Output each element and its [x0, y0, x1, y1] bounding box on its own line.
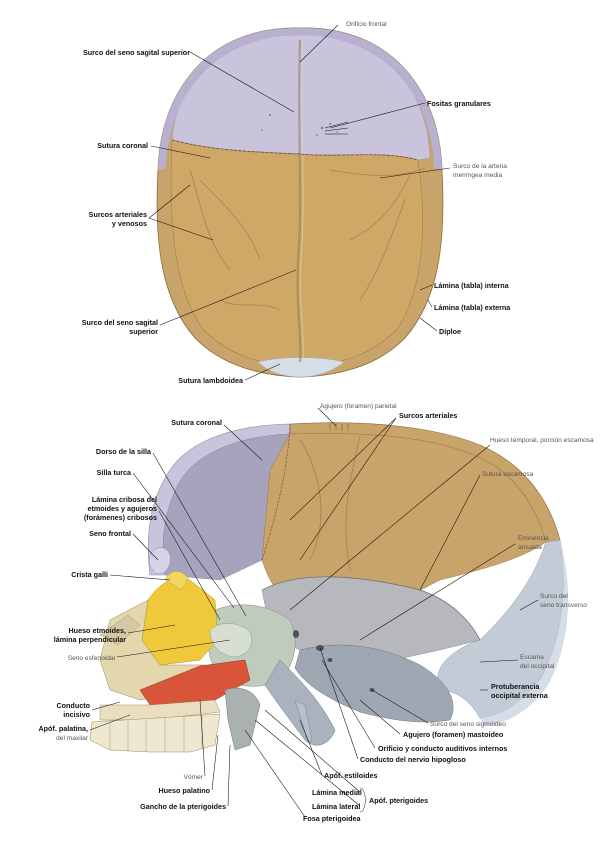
label-silla-turca: Silla turca: [97, 468, 132, 477]
label-surcos-arteriales-venosos-2: y venosos: [112, 219, 147, 228]
occipital-edge: [257, 357, 345, 378]
label-apof-palatina-1: Apóf. palatina,: [38, 724, 88, 733]
label-sutura-coronal-side: Sutura coronal: [171, 418, 222, 427]
label-apof-pterigoides: Apóf. pterigoides: [369, 796, 428, 805]
label-surco-arteria-meningea-1: Surco de la arteria: [453, 163, 507, 170]
leader-lines: [89, 24, 539, 818]
maxillary-teeth: [89, 713, 221, 753]
label-diploe: Díploe: [439, 327, 461, 336]
label-hueso-etmoides-1: Hueso etmoides,: [68, 626, 126, 635]
sagittal-ridge: [300, 39, 304, 363]
label-seno-frontal: Seno frontal: [89, 529, 131, 538]
label-conducto-auditivo: Orificio y conducto auditivos internos: [378, 744, 507, 753]
label-agujero-mastoideo: Agujero (foramen) mastoideo: [403, 730, 504, 739]
label-apof-estiloides: Apóf. estiloides: [324, 771, 378, 780]
label-eminencia-arcuada-1: Eminencia: [518, 535, 549, 542]
label-conducto-incisivo-1: Conducto: [56, 701, 90, 710]
pterygoid-plates: [224, 687, 261, 751]
crista-galli: [164, 571, 189, 591]
frontal-bone-region: [171, 34, 431, 161]
label-conducto-incisivo-2: incisivo: [63, 710, 90, 719]
side-sutures: [261, 423, 481, 641]
label-lamina-medial: Lámina medial: [312, 788, 362, 797]
label-conducto-hipogloso: Conducto del nervio hipogloso: [360, 755, 466, 764]
sphenoid-sinus: [209, 623, 252, 658]
granular-pits: [261, 114, 338, 136]
sagittal-groove: [296, 39, 302, 363]
label-lamina-externa: Lámina (tabla) externa: [434, 303, 511, 312]
frontal-sinus: [149, 547, 171, 575]
label-lamina-interna: Lámina (tabla) interna: [434, 281, 510, 290]
label-surcos-arteriales-side: Surcos arteriales: [399, 411, 457, 420]
label-lamina-cribosa-1: Lámina cribosa del: [92, 495, 157, 504]
label-sutura-lambdoidea: Sutura lambdoidea: [178, 376, 244, 385]
parietal-foramen-marks: [329, 423, 349, 431]
label-crista-galli: Crista galli: [71, 570, 108, 579]
label-surco-arteria-meningea-2: meníngea media: [453, 172, 502, 179]
label-surco-seno-transverso-1: Surco del: [540, 593, 568, 600]
label-surco-seno-sagital-2b: superior: [129, 327, 158, 336]
label-hueso-temporal-escamosa: Hueso temporal, porción escamosa: [490, 437, 594, 444]
occipital-section: [437, 539, 564, 719]
coronal-suture-top: [171, 139, 419, 161]
label-lamina-lateral: Lámina lateral: [312, 802, 360, 811]
ethmoid-perpendicular-plate: [141, 578, 219, 666]
label-vomer: Vómer: [184, 774, 204, 781]
occipital-outer-rim: [480, 540, 569, 726]
petrous-temporal: [294, 644, 454, 723]
label-surco-seno-transverso-2: seno transverso: [540, 602, 587, 609]
label-lamina-cribosa-3: (forámenes) cribosos: [84, 513, 157, 522]
styloid-process: [294, 699, 313, 743]
label-seno-esfenoidal: Seno esfenoidal: [68, 655, 116, 662]
label-surcos-arteriales-venosos-1: Surcos arteriales: [89, 210, 147, 219]
label-orificio-frontal: Orificio frontal: [346, 21, 387, 28]
label-escama-occipital-2: del occipital: [520, 663, 555, 670]
label-lamina-cribosa-2: etmoides y agujeros: [87, 504, 157, 513]
side-view: [89, 422, 569, 813]
label-eminencia-arcuada-2: arcuada: [518, 544, 542, 551]
label-protuberancia-2: occipital externa: [491, 691, 549, 700]
labels: Orificio frontal Surco del seno sagital …: [38, 21, 594, 823]
arterial-grooves-top: [189, 167, 426, 311]
nasal-tip: [99, 614, 141, 646]
label-fosa-pterigoidea: Fosa pterigoidea: [303, 814, 362, 823]
pterygoid-brace: [359, 787, 367, 813]
label-surco-seno-sagital-superior-top: Surco del seno sagital superior: [83, 48, 190, 57]
label-apof-palatina-2: del maxilar: [56, 735, 89, 742]
label-surco-seno-sagital-2a: Surco del seno sagital: [82, 318, 158, 327]
label-fositas-granulares: Fositas granulares: [427, 99, 491, 108]
label-dorso-silla: Dorso de la silla: [96, 447, 152, 456]
label-hueso-etmoides-2: lámina perpendicular: [54, 635, 126, 644]
label-hueso-palatino: Hueso palatino: [158, 786, 210, 795]
top-view: [156, 27, 444, 378]
label-agujero-parietal: Agujero (foramen) parietal: [320, 403, 397, 410]
label-escama-occipital-1: Escama: [520, 654, 544, 661]
label-sutura-coronal-top: Sutura coronal: [97, 141, 148, 150]
label-surco-seno-sigmoideo: Surco del seno sigmoideo: [430, 721, 506, 728]
label-protuberancia-1: Protuberancia: [491, 682, 540, 691]
label-gancho-pterigoides: Gancho de la pterigoides: [140, 802, 226, 811]
label-sutura-escamosa: Sutura escamosa: [482, 471, 534, 478]
